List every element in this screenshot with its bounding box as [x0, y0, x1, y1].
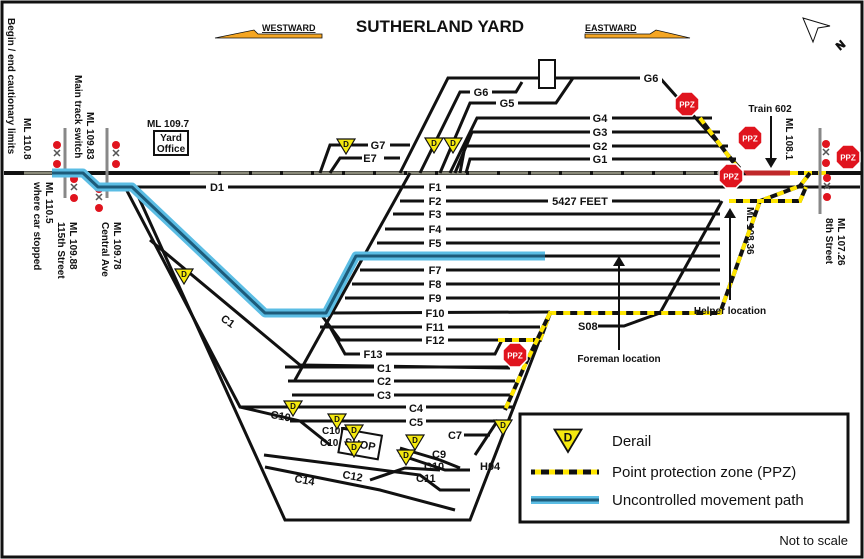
svg-text:G7: G7 — [371, 140, 386, 152]
svg-text:C2: C2 — [377, 376, 391, 388]
svg-text:G2: G2 — [593, 141, 608, 153]
svg-text:WESTWARD: WESTWARD — [262, 23, 316, 33]
svg-text:G6: G6 — [644, 73, 659, 85]
crossing-signal-icon — [822, 174, 832, 201]
g-track-labels: G6 G5 G6 G4 G3 G2 G1 G7 E7 — [362, 72, 662, 166]
crossing-signal-icon — [111, 141, 121, 168]
svg-text:Central Ave: Central Ave — [99, 222, 110, 277]
svg-text:F13: F13 — [364, 349, 383, 361]
svg-text:where car stopped: where car stopped — [31, 181, 42, 270]
svg-text:Yard: Yard — [160, 133, 182, 144]
svg-text:Train 602: Train 602 — [748, 104, 792, 115]
svg-text:Begin / end cautionary limits: Begin / end cautionary limits — [5, 18, 16, 155]
f-track-labels: F1 F2 5427 FEET F3 F4 F5 F6 F7 F8 F9 F10… — [360, 182, 612, 361]
svg-text:C5: C5 — [409, 417, 423, 429]
svg-text:C10: C10 — [424, 461, 444, 473]
svg-text:8th Street: 8th Street — [823, 218, 834, 265]
svg-text:G4: G4 — [593, 113, 609, 125]
crossing-signal-icon — [821, 140, 831, 167]
svg-text:ML 110.8: ML 110.8 — [21, 118, 32, 160]
g-track-structure — [538, 59, 556, 89]
svg-text:F11: F11 — [426, 322, 444, 334]
ppz-sign-icon — [718, 163, 744, 189]
svg-text:ML 109.7: ML 109.7 — [147, 119, 189, 130]
c-track-labels: C1 C1 C2 C3 C4 C5 C10 C10B C10A C7 C9 C1… — [218, 313, 501, 489]
svg-text:5427 FEET: 5427 FEET — [552, 196, 608, 208]
ppz-sign-icon — [674, 91, 700, 117]
svg-text:G3: G3 — [593, 127, 608, 139]
helper-arrow-icon — [724, 208, 736, 218]
svg-text:F2: F2 — [429, 196, 442, 208]
svg-text:EASTWARD: EASTWARD — [585, 23, 637, 33]
foreman-arrow-icon — [613, 256, 625, 266]
uncontrolled-movement-path — [52, 168, 545, 318]
svg-text:C10A: C10A — [320, 438, 346, 449]
svg-text:ML 110.5: ML 110.5 — [43, 182, 54, 224]
derail-icon — [405, 434, 425, 451]
svg-text:H04: H04 — [480, 461, 501, 473]
svg-text:C9: C9 — [432, 449, 446, 461]
eastward-arrow: EASTWARD — [584, 23, 691, 39]
legend: Derail Point protection zone (PPZ) Uncon… — [518, 412, 850, 524]
svg-text:G1: G1 — [593, 154, 608, 166]
svg-text:Office: Office — [157, 144, 186, 155]
legend-derail-label: Derail — [612, 433, 651, 450]
svg-text:ML 108.1: ML 108.1 — [783, 118, 794, 160]
svg-text:F4: F4 — [429, 224, 443, 236]
svg-text:Main track switch: Main track switch — [72, 75, 83, 158]
svg-text:G6: G6 — [474, 87, 489, 99]
svg-text:C3: C3 — [377, 390, 391, 402]
crossing-signal-icon — [52, 141, 62, 168]
ppz-sign-icon — [835, 144, 861, 170]
yard-office-building — [153, 130, 189, 156]
svg-text:F3: F3 — [429, 209, 442, 221]
svg-text:C12: C12 — [341, 469, 363, 484]
svg-text:C1: C1 — [377, 363, 391, 375]
svg-text:F7: F7 — [429, 265, 442, 277]
point-protection-zones — [498, 116, 812, 411]
yard-title: SUTHERLAND YARD — [356, 17, 524, 36]
svg-text:F9: F9 — [429, 293, 442, 305]
north-compass-icon: N — [802, 17, 848, 53]
svg-text:D1: D1 — [210, 182, 224, 194]
train-arrow-icon — [765, 158, 777, 168]
legend-uncontrolled-label: Uncontrolled movement path — [612, 492, 804, 509]
c-tracks — [123, 186, 552, 522]
ppz-sign-icon — [502, 342, 528, 368]
svg-text:F5: F5 — [429, 238, 442, 250]
svg-text:S08: S08 — [578, 321, 598, 333]
svg-text:Foreman location: Foreman location — [577, 354, 660, 365]
derail-icon — [396, 449, 416, 466]
svg-text:115th Street: 115th Street — [55, 222, 66, 279]
svg-text:F10: F10 — [426, 308, 445, 320]
ppz-sign-icon — [737, 125, 763, 151]
svg-text:ML 109.78: ML 109.78 — [111, 222, 122, 270]
svg-text:C14: C14 — [293, 473, 316, 488]
derail-icon — [424, 137, 444, 154]
svg-text:ML 107.26: ML 107.26 — [835, 218, 846, 266]
svg-text:E7: E7 — [363, 153, 376, 165]
svg-text:F12: F12 — [426, 335, 445, 347]
westward-arrow: WESTWARD — [214, 23, 323, 39]
svg-text:F1: F1 — [429, 182, 442, 194]
derail-icon — [493, 419, 513, 436]
svg-text:ML 109.83: ML 109.83 — [84, 112, 95, 160]
crossing-signal-icon — [69, 175, 79, 202]
svg-text:C4: C4 — [409, 403, 424, 415]
svg-text:C11: C11 — [416, 473, 436, 485]
svg-text:C1: C1 — [218, 313, 236, 331]
svg-text:C7: C7 — [448, 430, 462, 442]
legend-ppz-label: Point protection zone (PPZ) — [612, 464, 796, 481]
svg-text:Helper location: Helper location — [694, 306, 766, 317]
svg-text:F8: F8 — [429, 279, 442, 291]
svg-text:C10B: C10B — [322, 426, 348, 437]
svg-text:ML 109.88: ML 109.88 — [67, 222, 78, 270]
svg-text:G5: G5 — [500, 98, 515, 110]
svg-text:C10: C10 — [269, 409, 291, 424]
svg-text:N: N — [834, 39, 848, 53]
scale-note: Not to scale — [779, 533, 848, 548]
